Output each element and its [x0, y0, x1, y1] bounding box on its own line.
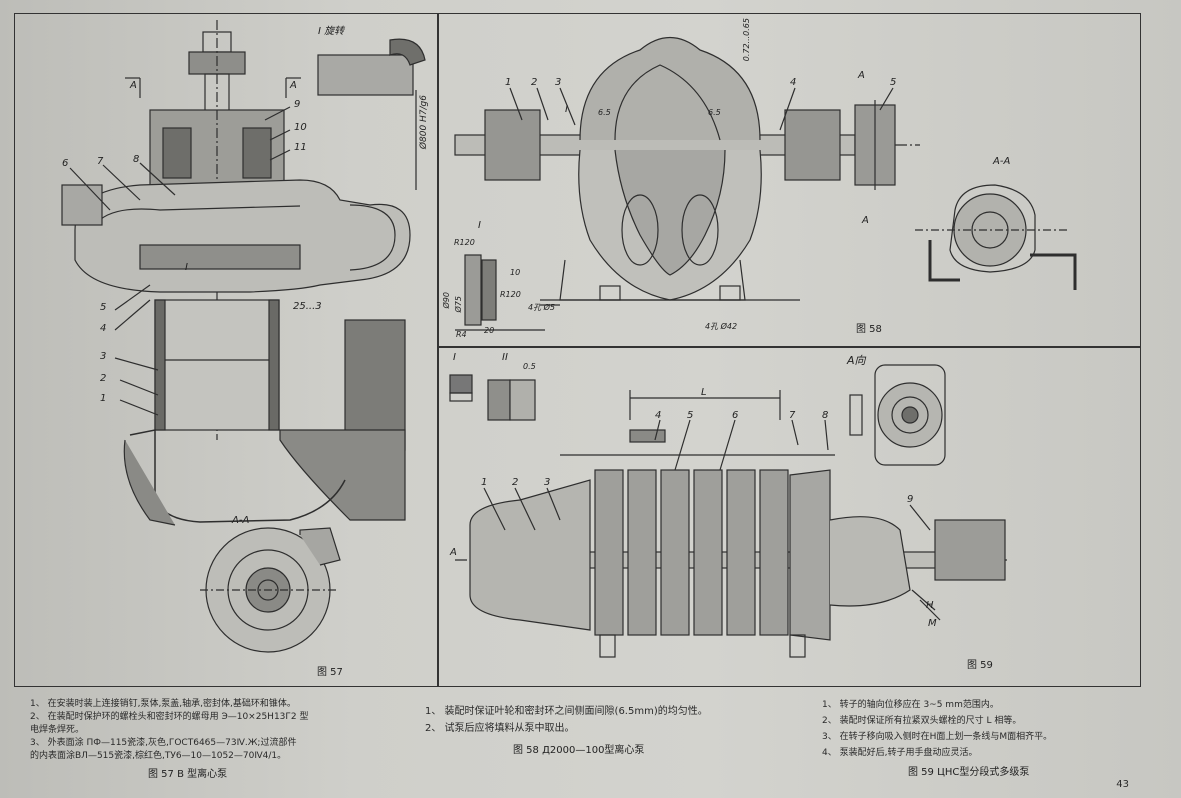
- fig58-aa-label: A-A: [993, 156, 1011, 167]
- note57-2: 2、 在装配时保护环的螺栓头和密封环的螺母用 Э—10×25Н13Г2 型: [30, 712, 309, 722]
- fig58-dim-r4: R4: [456, 330, 467, 339]
- fig57-number: 图 57: [317, 667, 343, 678]
- fig57-caption: 图 57 B 型离心泵: [148, 769, 228, 780]
- fig58-dim-bolt: 4孔 Ø42: [705, 322, 738, 331]
- fig58-detail-mark: I: [565, 104, 568, 115]
- fig58-dim-20: 20: [484, 326, 495, 335]
- fig59-part-2: 2: [512, 477, 519, 488]
- fig59-part-7: 7: [789, 410, 796, 421]
- note58-2: 2、 试泵后应将填料从泵中取出。: [425, 723, 575, 734]
- note59-2: 2、 装配时保证所有拉紧双头螺栓的尺寸 L 相等。: [822, 716, 1022, 726]
- fig57-part-11: 11: [294, 142, 307, 153]
- fig57-volute: [74, 179, 411, 293]
- fig58-dim-6.5-b: 6.5: [708, 108, 721, 117]
- panel-divider-vertical: [437, 13, 439, 687]
- fig57-part-8: 8: [133, 154, 140, 165]
- fig58-dim-10: 10: [510, 268, 521, 277]
- fig57-section-mark-right: A: [290, 80, 297, 91]
- fig57-rotation-label: I 旋转: [318, 26, 345, 37]
- fig59-part-5: 5: [687, 410, 694, 421]
- fig58-dim-r120-a: R120: [454, 238, 475, 247]
- fig59-part-1: 1: [481, 477, 488, 488]
- fig58-part-2: 2: [531, 77, 538, 88]
- fig57-concrete: [344, 319, 406, 451]
- fig58-caption: 图 58 Д2000—100型离心泵: [513, 745, 645, 756]
- note57-4: 3、 外表面涂 ПФ—115瓷漆,灰色,ГОСТ6465—73Ⅳ.Ж;过流部件: [30, 738, 297, 748]
- fig57-detail-mark: I: [185, 262, 188, 273]
- panel-divider-horizontal: [437, 346, 1141, 348]
- fig57-part-10: 10: [294, 122, 307, 133]
- fig57-part-3: 3: [100, 351, 107, 362]
- fig58-part-3: 3: [555, 77, 562, 88]
- fig57-aa-label: A-A: [232, 515, 250, 526]
- note59-4: 4、 泵装配好后,转子用手盘动应灵活。: [822, 748, 978, 758]
- fig57-dim-diameter: Ø800 H7/g6: [419, 95, 429, 150]
- fig58-dim-gap: 0.72...0.65: [742, 18, 751, 62]
- fig58-dim-holes: 4孔 Ø5: [528, 303, 556, 312]
- fig58-number: 图 58: [856, 324, 882, 335]
- fig59-dim-0.5: 0.5: [523, 362, 536, 371]
- note57-3: 电焊条焊死。: [30, 725, 85, 735]
- fig58-notes: 1、 装配时保证叶轮和密封环之间侧面间隙(6.5mm)的均匀性。 2、 试泵后应…: [425, 703, 708, 737]
- fig58-section-mark-bottom: A: [862, 215, 869, 226]
- fig58-section-mark-top: A: [858, 70, 865, 81]
- fig57-part-9: 9: [294, 99, 301, 110]
- fig59-mark-H: H: [926, 600, 934, 611]
- fig59-a-view-label: A向: [847, 354, 866, 367]
- fig59-part-6: 6: [732, 410, 739, 421]
- fig57-section-mark-left: A: [130, 80, 137, 91]
- fig58-dim-r120-b: R120: [500, 290, 521, 299]
- fig58-detail-mark-2: I: [478, 220, 481, 231]
- fig59-part-9: 9: [907, 494, 914, 505]
- note59-1: 1、 转子的轴向位移应在 3~5 mm范围内。: [822, 700, 999, 710]
- fig57-dim-gap: 25...3: [293, 301, 322, 312]
- page-number: 43: [1116, 779, 1129, 790]
- note58-1: 1、 装配时保证叶轮和密封环之间侧面间隙(6.5mm)的均匀性。: [425, 706, 708, 717]
- note57-1: 1、 在安装时装上连接销钉,泵体,泵盖,轴承,密封体,基础环和锥体。: [30, 699, 296, 709]
- fig59-notes: 1、 转子的轴向位移应在 3~5 mm范围内。 2、 装配时保证所有拉紧双头螺栓…: [822, 697, 1052, 761]
- fig59-mark-M: M: [928, 618, 937, 629]
- fig59-detail-mark-II: II: [502, 352, 508, 363]
- fig57-drawing: [61, 20, 426, 653]
- fig59-number: 图 59: [967, 660, 993, 671]
- fig57-part-6: 6: [62, 158, 69, 169]
- fig59-dim-L: L: [701, 387, 707, 398]
- fig59-caption: 图 59 ЦНС型分段式多级泵: [908, 767, 1030, 778]
- fig58-part-1: 1: [505, 77, 512, 88]
- fig58-dim-d90: Ø90: [442, 292, 451, 309]
- fig58-part-5: 5: [890, 77, 897, 88]
- fig57-part-1: 1: [100, 393, 107, 404]
- fig59-part-3: 3: [544, 477, 551, 488]
- fig59-part-4: 4: [655, 410, 662, 421]
- fig57-part-7: 7: [97, 156, 104, 167]
- fig59-detail-mark-I: I: [453, 352, 456, 363]
- fig57-part-2: 2: [100, 373, 107, 384]
- fig58-dim-d75: Ø75: [454, 296, 463, 313]
- fig57-column: [154, 299, 280, 431]
- note59-3: 3、 在转子移向吸入侧时在H面上划一条线与M面相齐平。: [822, 732, 1053, 742]
- fig59-part-8: 8: [822, 410, 829, 421]
- fig57-part-4: 4: [100, 323, 107, 334]
- fig57-part-5: 5: [100, 302, 107, 313]
- fig57-notes: 1、 在安装时装上连接销钉,泵体,泵盖,轴承,密封体,基础环和锥体。 2、 在装…: [30, 698, 308, 763]
- fig58-dim-6.5-a: 6.5: [598, 108, 611, 117]
- fig59-mark-A: A: [450, 547, 457, 558]
- fig58-part-4: 4: [790, 77, 797, 88]
- drawing-frame: [14, 13, 1141, 687]
- note57-5: 的内表面涂ВЛ—515瓷漆,棕红色,ТУ6—10—1052—70Ⅳ4/1。: [30, 751, 287, 761]
